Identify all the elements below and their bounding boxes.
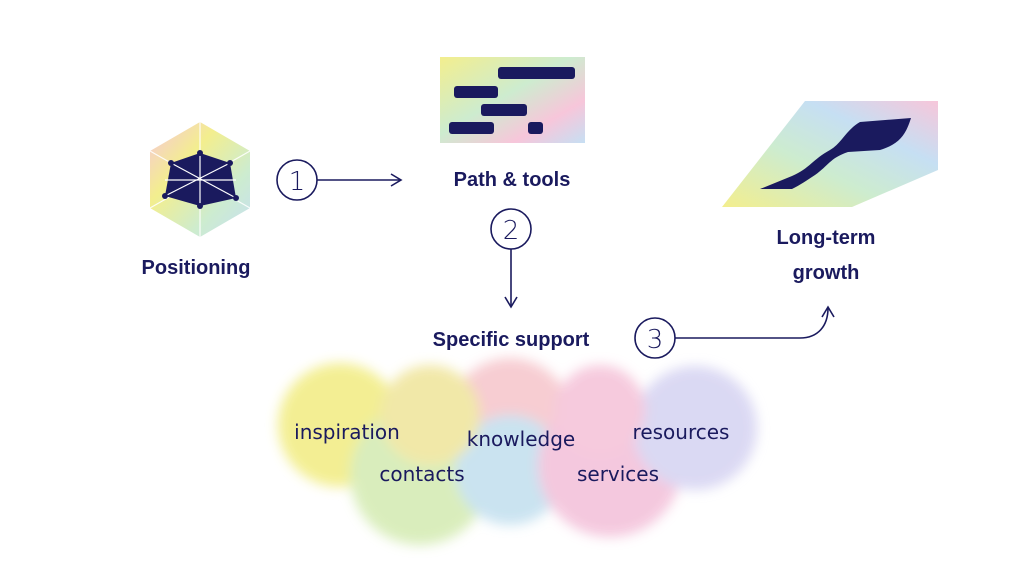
step-3-arrow bbox=[675, 305, 835, 339]
specific-support-label: Specific support bbox=[433, 329, 590, 351]
long-term-label: Long-term bbox=[777, 227, 876, 249]
support-cloud: inspiration knowledge resources contacts… bbox=[278, 358, 757, 545]
step-2: 2 bbox=[490, 208, 532, 309]
step-1-number: 1 bbox=[289, 167, 306, 197]
cloud-blobs bbox=[278, 358, 757, 545]
step-2-number: 2 bbox=[503, 216, 520, 246]
cloud-word-services: services bbox=[577, 462, 659, 486]
step-3: 3 bbox=[634, 305, 835, 359]
step-1: 1 bbox=[276, 159, 403, 201]
cloud-word-resources: resources bbox=[633, 420, 730, 444]
path-tools-label: Path & tools bbox=[454, 169, 571, 191]
positioning-node: Positioning bbox=[142, 122, 251, 279]
gantt-bars bbox=[449, 67, 575, 134]
growth-wave-shape bbox=[760, 118, 911, 189]
cloud-word-inspiration: inspiration bbox=[294, 420, 400, 444]
path-tools-node: Path & tools bbox=[440, 57, 585, 191]
growth-label: growth bbox=[793, 262, 860, 284]
cloud-word-contacts: contacts bbox=[379, 462, 464, 486]
cloud-word-knowledge: knowledge bbox=[467, 427, 575, 451]
positioning-label: Positioning bbox=[142, 257, 251, 279]
step-3-number: 3 bbox=[647, 325, 664, 355]
long-term-growth-node: Long-term growth bbox=[722, 101, 938, 284]
